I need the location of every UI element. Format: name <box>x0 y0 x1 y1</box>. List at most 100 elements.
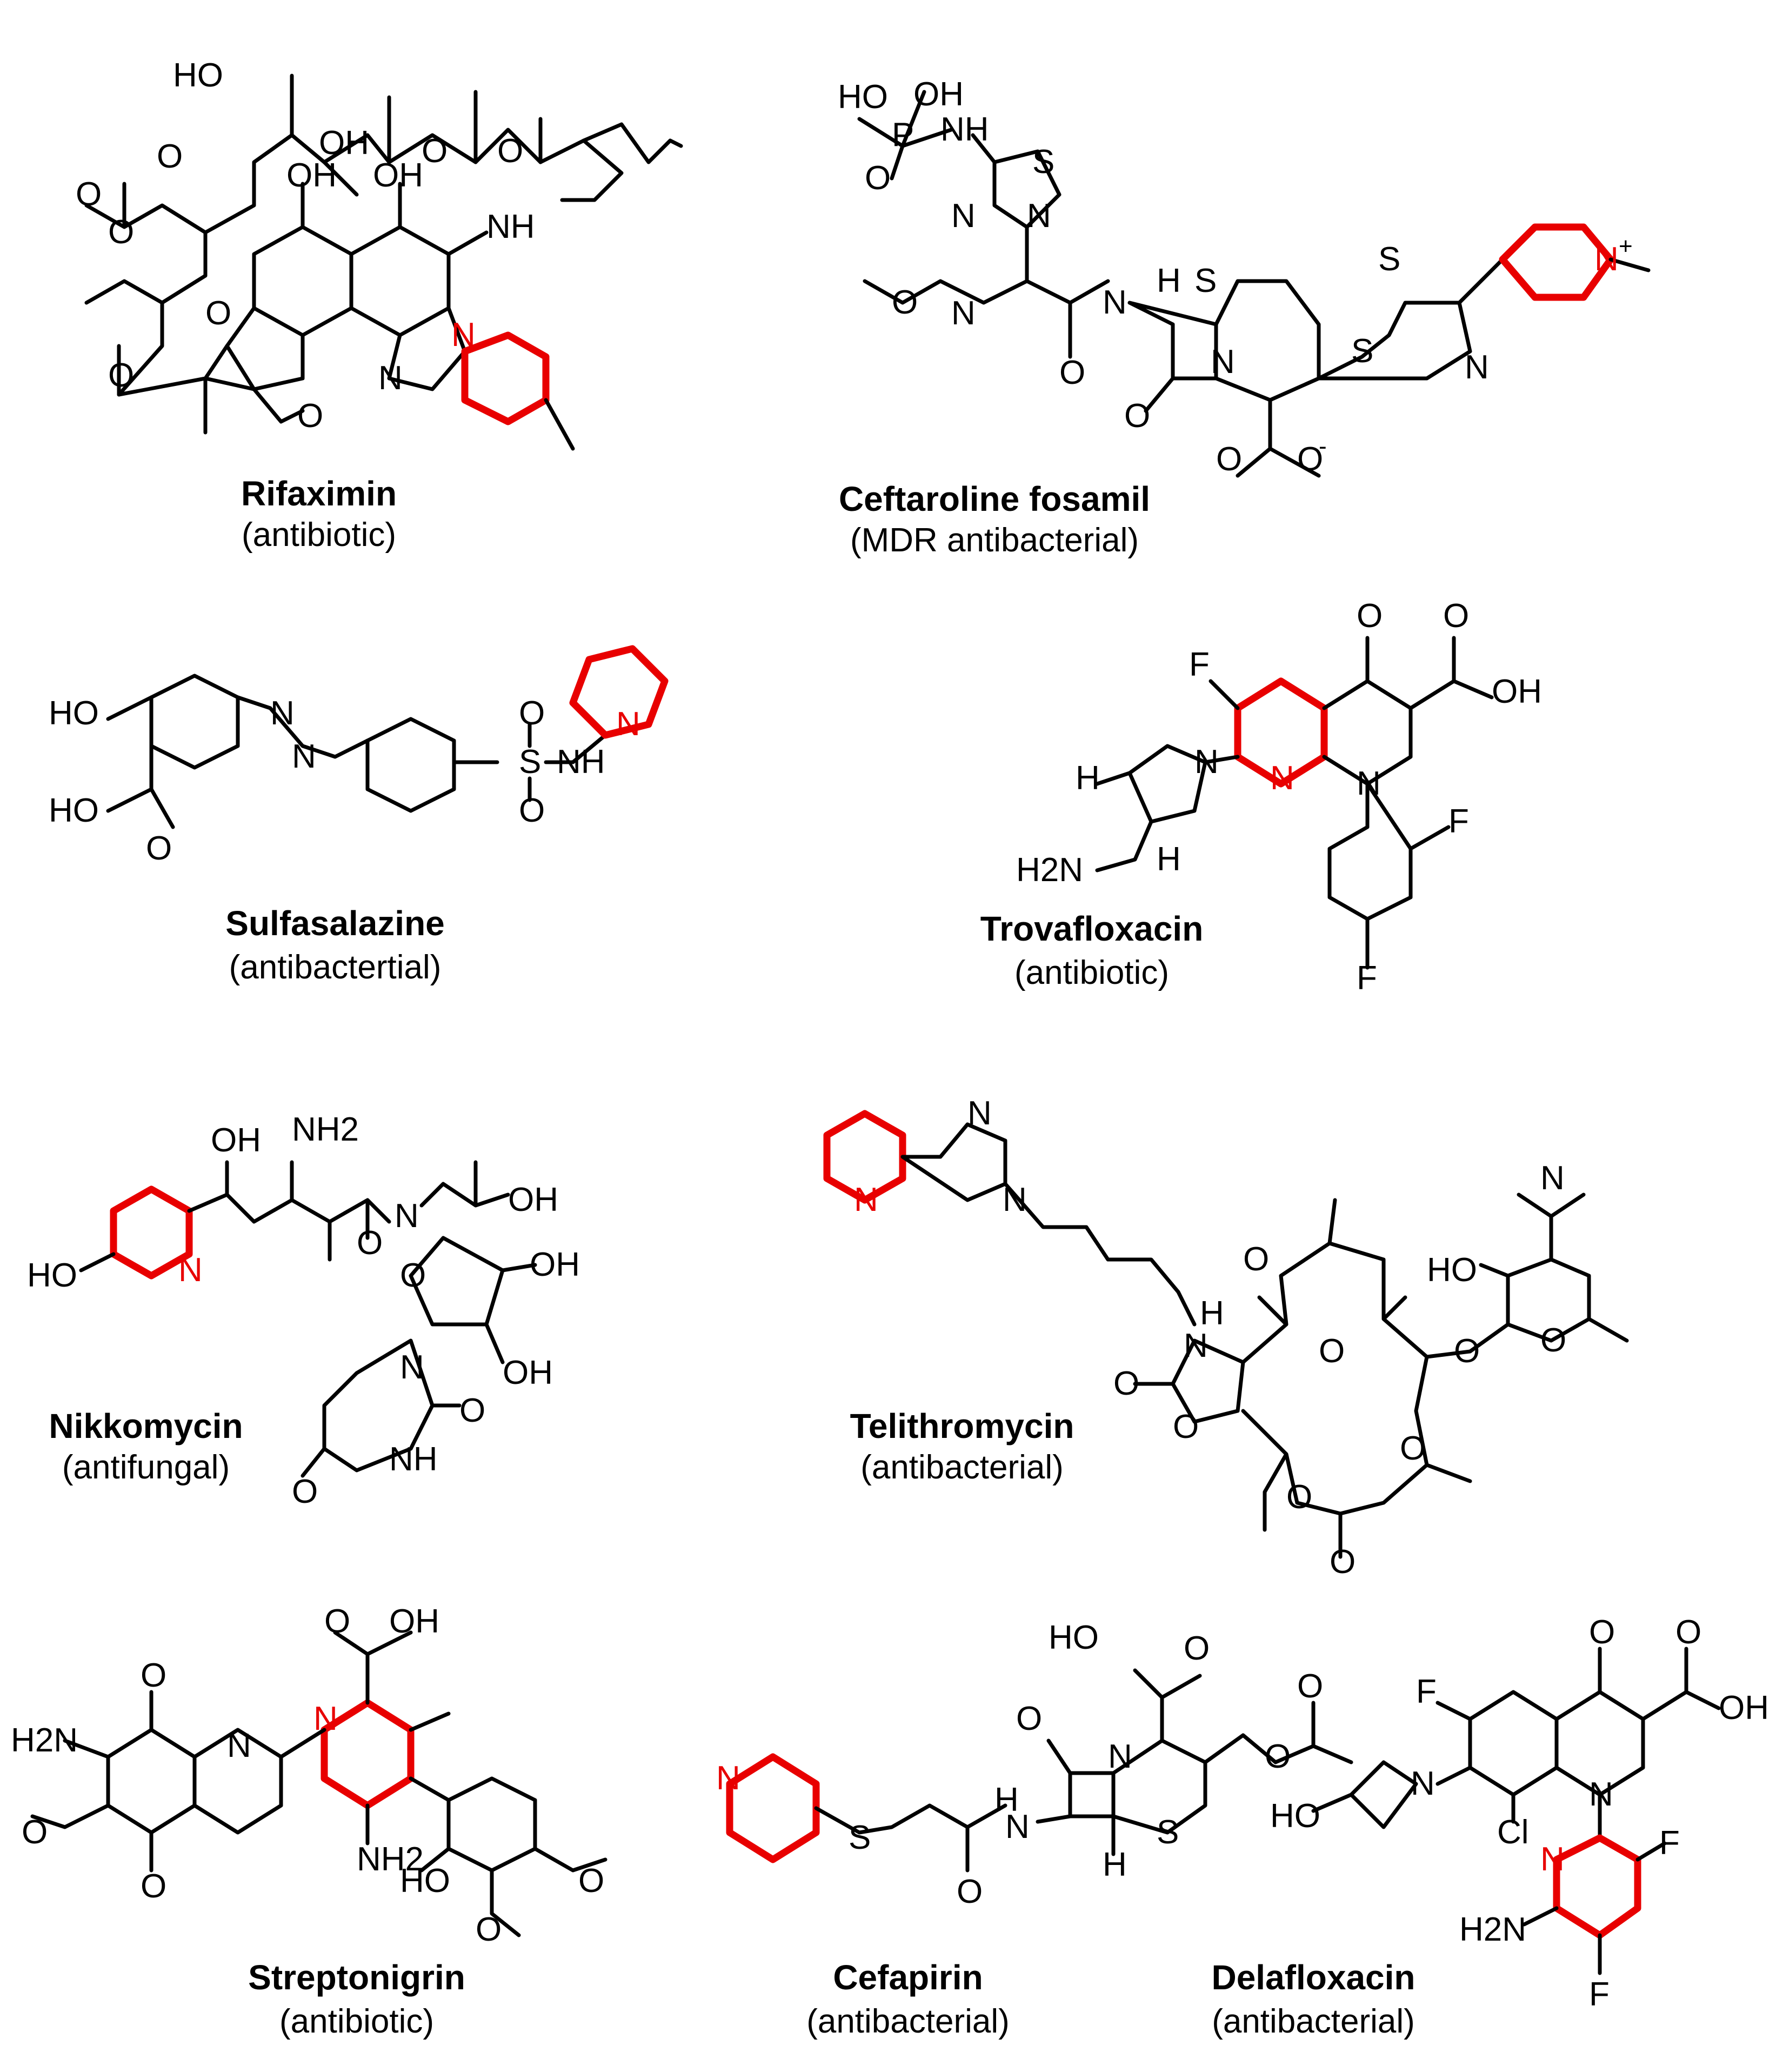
atom-label: F <box>1659 1824 1680 1862</box>
atom-label: O <box>1265 1738 1291 1775</box>
atom-label: O <box>519 792 545 829</box>
atom-label: OH <box>530 1246 580 1283</box>
structure-trovafloxacin: F O O OH N N N H H H2N F F Trovafloxacin… <box>980 597 1542 997</box>
atom-label: N <box>616 705 640 743</box>
atom-label: OH <box>1719 1689 1769 1727</box>
delafloxacin-benzo-ring <box>1436 1690 1559 1797</box>
atom-label: O <box>292 1473 318 1510</box>
atom-label: HO <box>1427 1251 1477 1289</box>
atom-label: N <box>1184 1327 1208 1364</box>
atom-label: N <box>270 695 295 732</box>
atom-label: OH <box>319 124 369 162</box>
atom-label: S <box>519 743 541 781</box>
atom-label: OH <box>286 157 337 194</box>
compound-class-trovafloxacin: (antibiotic) <box>1014 954 1169 991</box>
atom-label: N <box>400 1349 424 1386</box>
streptonigrin-quinoline-ring <box>192 1728 283 1835</box>
atom-label: HO <box>1270 1797 1320 1835</box>
compound-name-ceftaroline: Ceftaroline fosamil <box>839 479 1150 518</box>
atom-label: O <box>1124 397 1150 435</box>
atom-label: H2N <box>1459 1911 1526 1948</box>
atom-label: N <box>1594 241 1619 278</box>
atom-label: N <box>451 316 476 354</box>
cefapirin-chain <box>814 1803 1007 1873</box>
structure-streptonigrin: O OH H2N O N N O O NH2 HO O O Streptonig… <box>11 1603 607 2040</box>
atom-label: N <box>1211 343 1235 381</box>
atom-label: O <box>1216 441 1242 478</box>
charge-label: + <box>1619 233 1633 259</box>
rifaximin-methoxy <box>84 279 164 305</box>
atom-label: O <box>357 1224 383 1262</box>
atom-label: F <box>1416 1673 1437 1710</box>
atom-label: N <box>178 1251 203 1289</box>
telithromycin-carbamate <box>1133 1338 1245 1424</box>
compound-name-delafloxacin: Delafloxacin <box>1211 1958 1415 1997</box>
atom-label: F <box>1357 960 1377 997</box>
rifaximin-acetyl <box>84 182 208 235</box>
cefapirin-beta-lactam <box>1036 1738 1116 1856</box>
atom-label: NH <box>389 1441 438 1478</box>
compound-class-delafloxacin: (antibacterial) <box>1212 2003 1415 2040</box>
atom-label: N <box>1540 1841 1565 1878</box>
atom-label: S <box>1032 143 1054 181</box>
atom-label: N <box>395 1197 419 1235</box>
atom-label: N <box>716 1760 740 1797</box>
telithromycin-imidazole <box>900 1122 1197 1327</box>
atom-label: N <box>1411 1765 1435 1802</box>
atom-label: H2N <box>11 1722 78 1759</box>
structure-sulfasalazine: HO N N HO O O S O NH N Sulfasalazine (an… <box>49 645 669 986</box>
delafloxacin-quinolone-ring <box>1511 1647 1721 1824</box>
atom-label: N <box>1108 1738 1132 1775</box>
atom-label: N <box>1003 1181 1027 1218</box>
atom-label: H <box>1076 759 1100 797</box>
ceftaroline-beta-lactam <box>1127 301 1218 413</box>
rifaximin-imidazole <box>387 306 467 391</box>
atom-label: OH <box>503 1354 553 1391</box>
atom-label: NH <box>557 743 605 781</box>
atom-label: F <box>1448 803 1469 840</box>
compound-name-cefapirin: Cefapirin <box>833 1958 983 1997</box>
atom-label: HO <box>400 1862 450 1900</box>
streptonigrin-links <box>279 1630 451 1846</box>
delafloxacin-pyridine-ring <box>1553 1834 1641 1939</box>
atom-label: H <box>1157 841 1181 878</box>
atom-label: H2N <box>1016 851 1083 889</box>
ceftaroline-phosphoramide <box>857 90 997 181</box>
atom-label: P <box>892 116 914 154</box>
atom-label: O <box>108 214 134 251</box>
atom-label: O <box>1443 597 1469 635</box>
atom-label: Cl <box>1497 1814 1529 1851</box>
atom-label: S <box>1157 1814 1179 1851</box>
atom-label: O <box>141 1657 166 1694</box>
atom-label: H <box>1200 1295 1224 1332</box>
atom-label: N <box>1194 743 1219 781</box>
nikkomycin-uracil <box>301 1338 462 1478</box>
atom-label: NH2 <box>357 1841 424 1878</box>
structure-delafloxacin: F O O OH N HO Cl N N F H2N F Delafloxaci… <box>1211 1614 1769 2040</box>
atom-label: N <box>951 197 976 235</box>
sulfasalazine-pyridine-ring <box>569 645 669 739</box>
ceftaroline-oxime <box>863 225 1110 359</box>
rifaximin-ansa-chain <box>117 122 683 397</box>
atom-label: O <box>1059 354 1085 391</box>
atom-label: HO <box>49 695 99 732</box>
atom-label: NH <box>940 111 989 148</box>
atom-label: O <box>1330 1543 1356 1581</box>
compound-name-telithromycin: Telithromycin <box>850 1407 1074 1445</box>
structure-rifaximin: HO OH OH OH O O O O O O O O NH N N Rifax… <box>76 57 683 554</box>
atom-label: O <box>297 397 323 435</box>
delafloxacin-pyridine-subs <box>1522 1841 1667 1975</box>
atom-label: HO <box>27 1257 77 1294</box>
atom-label: H <box>994 1781 1019 1818</box>
atom-label: N <box>1027 197 1051 235</box>
atom-label: HO <box>49 792 99 829</box>
atom-label: O <box>865 159 891 197</box>
compound-class-streptonigrin: (antibiotic) <box>279 2003 434 2040</box>
atom-label: O <box>1297 441 1323 478</box>
trovafloxacin-bicyclic-amine <box>1095 744 1240 872</box>
atom-label: O <box>578 1862 604 1900</box>
atom-label: O <box>497 132 523 170</box>
atom-label: NH <box>486 208 535 245</box>
